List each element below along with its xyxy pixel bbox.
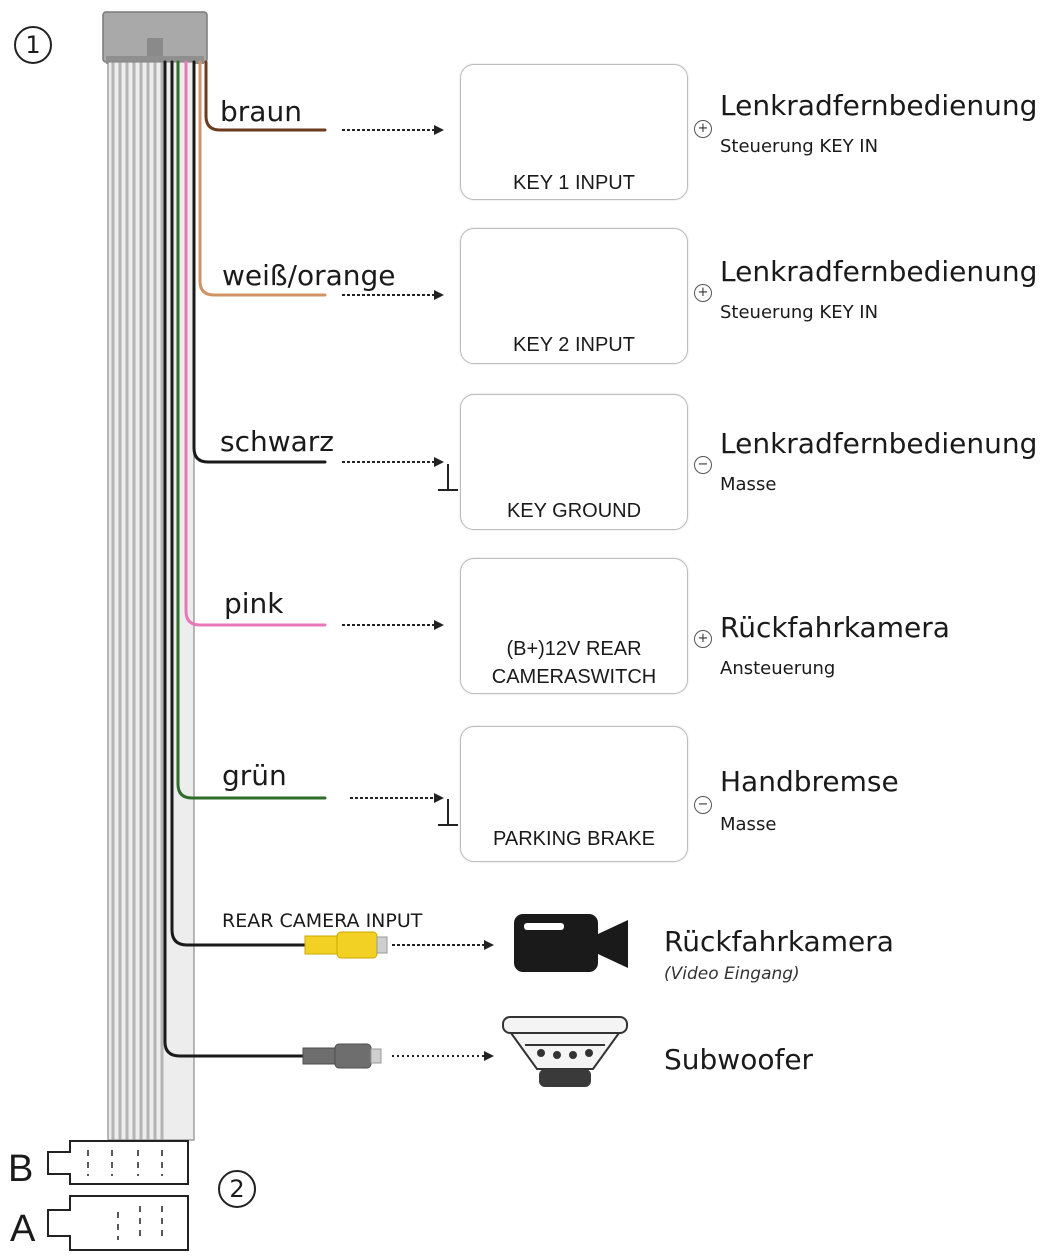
marker-2: 2 [218, 1170, 256, 1208]
wire-label-braun: braun [220, 95, 302, 128]
function-title: Lenkradfernbedienung [720, 427, 1038, 460]
branch-wire [204, 60, 327, 132]
ground-symbol [438, 464, 458, 491]
box-caption: KEY 2 INPUT [513, 334, 635, 356]
arrow-head [434, 125, 444, 135]
arrow-head [484, 940, 494, 950]
arrow-head [434, 290, 444, 300]
wire-label-weiss-orange: weiß/orange [222, 259, 396, 292]
box-key2: KEY 2 INPUT [460, 228, 688, 364]
function-subtitle: Ansteuerung [720, 658, 836, 679]
connector-a [47, 1195, 189, 1251]
branch-wire [163, 60, 305, 1058]
arrow-head [434, 793, 444, 803]
box-caption: PARKING BRAKE [493, 828, 655, 850]
branch-wire [170, 60, 307, 947]
box-key1: KEY 1 INPUT [460, 64, 688, 200]
polarity-marker: − [694, 796, 712, 814]
box-caption: KEY GROUND [506, 500, 642, 522]
rear-camera-input-label: REAR CAMERA INPUT [222, 910, 423, 932]
function-subtitle: Steuerung KEY IN [720, 302, 879, 323]
subwoofer-title: Subwoofer [664, 1043, 814, 1076]
branch-wires [163, 60, 327, 1058]
box-rear-camera-switch: (B+)12V REAR CAMERASWITCH [460, 558, 688, 694]
video-camera-icon [514, 914, 628, 972]
function-subtitle: Masse [720, 474, 777, 495]
function-title: Rückfahrkamera [720, 611, 950, 644]
rca-plug-yellow [304, 931, 388, 959]
polarity-marker: + [694, 630, 712, 648]
function-title: Lenkradfernbedienung [720, 89, 1038, 122]
rear-camera-subtitle: (Video Eingang) [664, 964, 800, 984]
polarity-marker: + [694, 120, 712, 138]
polarity-marker: − [694, 456, 712, 474]
connector-a-label: A [10, 1208, 36, 1250]
harness-bundle [107, 61, 195, 1141]
connector-b-label: B [8, 1148, 34, 1190]
box-parking-brake: PARKING BRAKE [460, 726, 688, 862]
top-connector [102, 11, 208, 64]
wire-label-schwarz: schwarz [220, 425, 334, 458]
polarity-marker: + [694, 284, 712, 302]
arrow-head [434, 620, 444, 630]
wire-label-gruen: grün [222, 759, 287, 792]
connector-b [47, 1140, 189, 1185]
branch-wire [176, 60, 327, 800]
box-caption: KEY 1 INPUT [513, 172, 635, 194]
branch-wire [184, 60, 327, 627]
rear-camera-title: Rückfahrkamera [664, 925, 894, 958]
signal-arrows [342, 125, 494, 1061]
box-caption-line1: (B+)12V REAR [506, 638, 642, 660]
arrow-head [434, 457, 444, 467]
arrow-head [484, 1051, 494, 1061]
function-subtitle: Masse [720, 814, 777, 835]
box-key-ground: KEY GROUND [460, 394, 688, 530]
box-caption-line2: CAMERASWITCH [491, 666, 657, 688]
ground-symbol [438, 799, 458, 826]
function-title: Lenkradfernbedienung [720, 255, 1038, 288]
function-subtitle: Steuerung KEY IN [720, 136, 879, 157]
subwoofer-icon [502, 1016, 628, 1087]
branch-wire [192, 60, 327, 464]
marker-1: 1 [14, 26, 52, 64]
branch-wire [198, 60, 327, 297]
function-title: Handbremse [720, 765, 899, 798]
rca-plug-grey [302, 1043, 382, 1069]
wire-label-pink: pink [224, 587, 284, 620]
